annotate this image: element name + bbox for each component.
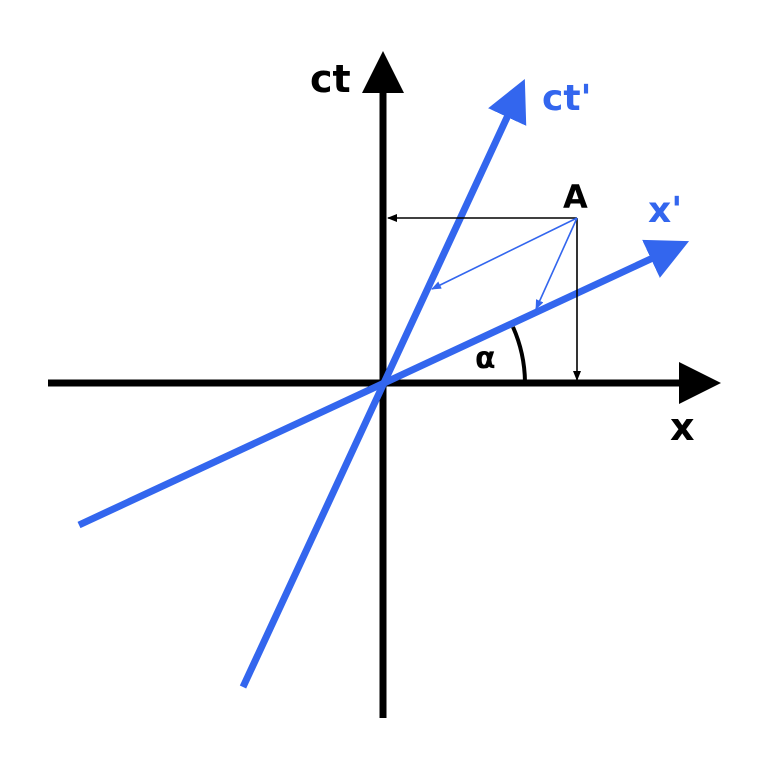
x-prime-label: x' (648, 190, 682, 231)
projection-to-ct-prime-arrow (431, 217, 578, 290)
angle-arc (511, 326, 527, 384)
x-label: x (670, 405, 695, 449)
projection-to-x-prime-arrow (535, 217, 578, 310)
x-prime-axis (77, 239, 690, 529)
ct-prime-axis (239, 78, 527, 689)
ct-prime-label: ct' (542, 78, 592, 119)
angle-label: α (475, 341, 496, 376)
ct-label: ct (310, 57, 351, 101)
point-a-label: A (563, 178, 588, 216)
